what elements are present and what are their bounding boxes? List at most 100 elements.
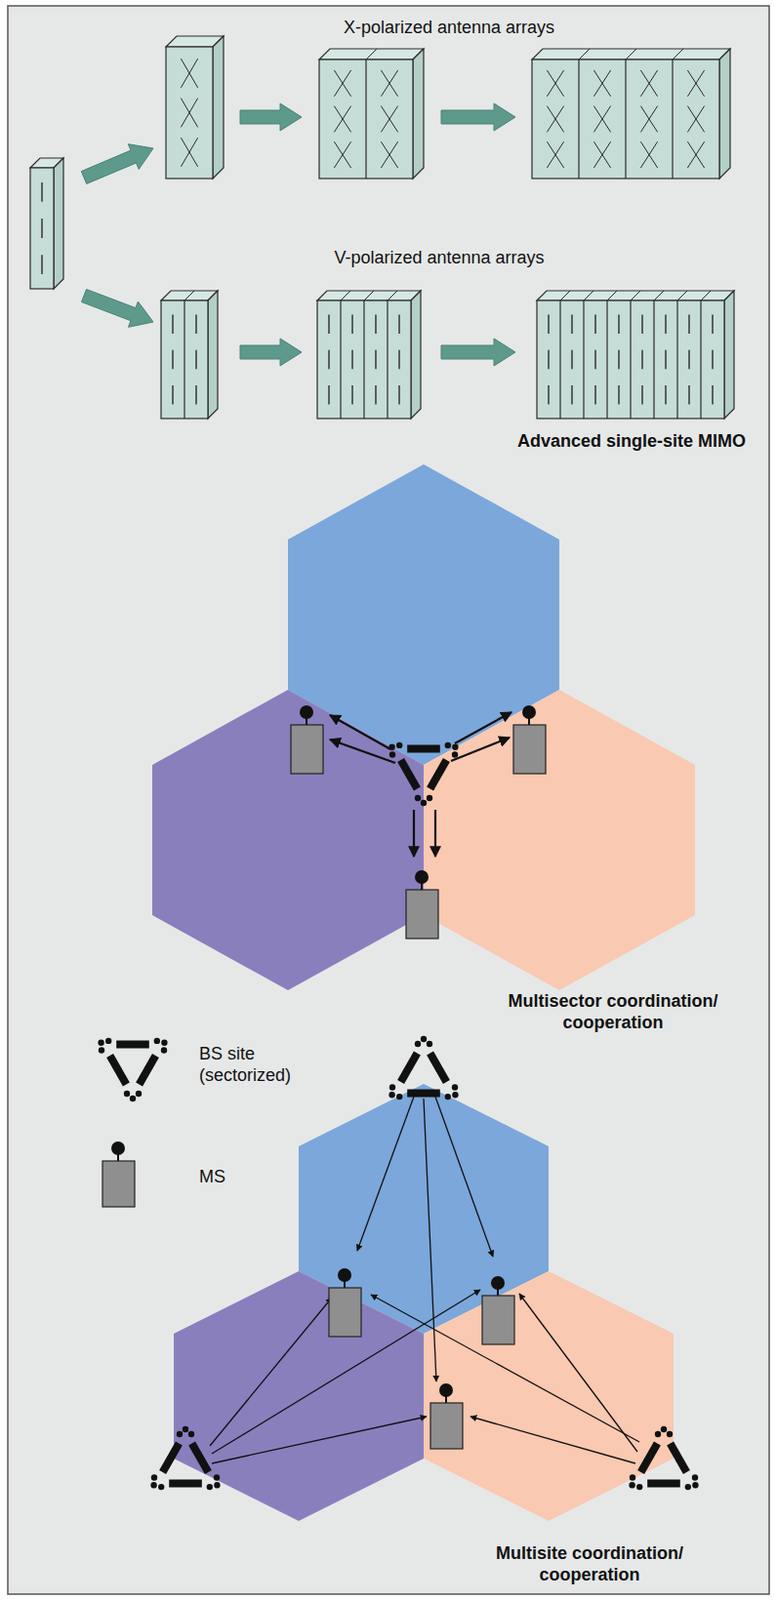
panel-top [317, 290, 421, 301]
panel-side [724, 290, 735, 419]
x-element [380, 106, 398, 133]
bs-dot [151, 1474, 158, 1481]
cell-hexagon [173, 1271, 424, 1522]
bs-dot [396, 742, 403, 749]
v-element [171, 385, 173, 405]
block-arrow [240, 338, 302, 367]
x-element [687, 141, 704, 168]
bs-dot [451, 1084, 458, 1091]
bs-dot [445, 1094, 451, 1101]
section-label: X-polarized antenna arrays [302, 17, 596, 40]
x-element [333, 70, 351, 97]
ms-antenna [111, 1142, 125, 1156]
bs-dot [451, 1092, 458, 1099]
panel-divider [624, 59, 626, 179]
v-element [195, 385, 197, 405]
link-arrow [211, 1417, 427, 1465]
bs-sector-bar [407, 1090, 441, 1099]
panel-front [30, 167, 54, 289]
panel-side [410, 290, 421, 419]
bs-dot [158, 1484, 164, 1491]
bs-dot [188, 1431, 195, 1438]
x-element [687, 106, 704, 133]
x-element [380, 70, 398, 97]
bs-sector-bar [430, 760, 448, 789]
panel-divider [629, 300, 631, 419]
x-element [640, 70, 657, 97]
panel-front [531, 59, 720, 179]
bs-dot [161, 1040, 167, 1047]
v-element [571, 315, 573, 334]
bs-sector-bar [401, 1054, 418, 1083]
x-element [333, 106, 351, 133]
panel-divider [653, 300, 655, 419]
v-element [398, 315, 400, 334]
bs-dot [154, 1038, 161, 1045]
panel-divider [365, 59, 367, 179]
bs-sector-bar [163, 1444, 180, 1473]
panel-divider [606, 300, 608, 419]
x-element [180, 137, 198, 167]
v-element [40, 218, 42, 239]
bs-dot [660, 1427, 667, 1433]
x-element [640, 141, 657, 168]
link-arrow [434, 810, 437, 858]
bs-dot [206, 1484, 213, 1491]
ms-antenna [414, 870, 429, 885]
bs-dot [389, 751, 396, 758]
link-arrow [329, 715, 391, 750]
bs-dot [150, 1482, 157, 1489]
x-element [640, 141, 657, 168]
panel-divider [700, 290, 711, 301]
v-element [171, 315, 173, 334]
bs-dot [636, 1484, 643, 1491]
x-element [180, 98, 198, 128]
section-label: Multisite coordination/ cooperation [461, 1544, 718, 1587]
bs-dot [420, 1036, 427, 1043]
panel-divider [363, 300, 365, 419]
panel-front [165, 46, 213, 179]
bs-dot [161, 1047, 167, 1054]
bs-dot [129, 1096, 136, 1103]
v-element [327, 350, 329, 369]
bs-sector-bar [401, 760, 418, 789]
bs-dot [414, 795, 421, 802]
panel-top [536, 290, 735, 301]
x-element [687, 106, 704, 133]
panel-divider [366, 48, 377, 60]
bs-dot [654, 1431, 661, 1438]
panel-divider [560, 290, 571, 301]
v-element [398, 350, 400, 369]
x-element [640, 70, 657, 97]
x-element [546, 141, 564, 168]
bs-dot [213, 1474, 220, 1481]
x-element [640, 106, 657, 133]
bs-dot [135, 1091, 142, 1098]
x-element [546, 141, 564, 168]
ms-antenna [490, 1276, 505, 1291]
v-element [711, 315, 713, 334]
panel-divider [676, 300, 678, 419]
v-element [398, 385, 400, 405]
link-arrow [423, 1099, 437, 1383]
x-element [640, 106, 657, 133]
panel-divider [677, 290, 688, 301]
panel-divider [578, 48, 590, 60]
v-element [195, 350, 197, 369]
legend-text: BS site (sectorized) [199, 1044, 309, 1087]
link-arrow [329, 739, 396, 764]
x-element [333, 70, 351, 97]
legend-text: MS [199, 1167, 309, 1189]
panel-divider [577, 59, 579, 179]
v-element [351, 385, 353, 405]
block-arrow [240, 103, 302, 131]
panel-divider [671, 59, 673, 179]
bs-dot [389, 1084, 396, 1091]
x-element [687, 70, 704, 97]
link-arrow [470, 1417, 636, 1465]
bs-dot [396, 1094, 403, 1101]
bs-dot [666, 1431, 673, 1438]
panel-divider [559, 300, 561, 419]
bs-dot [420, 800, 427, 807]
x-element [380, 70, 398, 97]
